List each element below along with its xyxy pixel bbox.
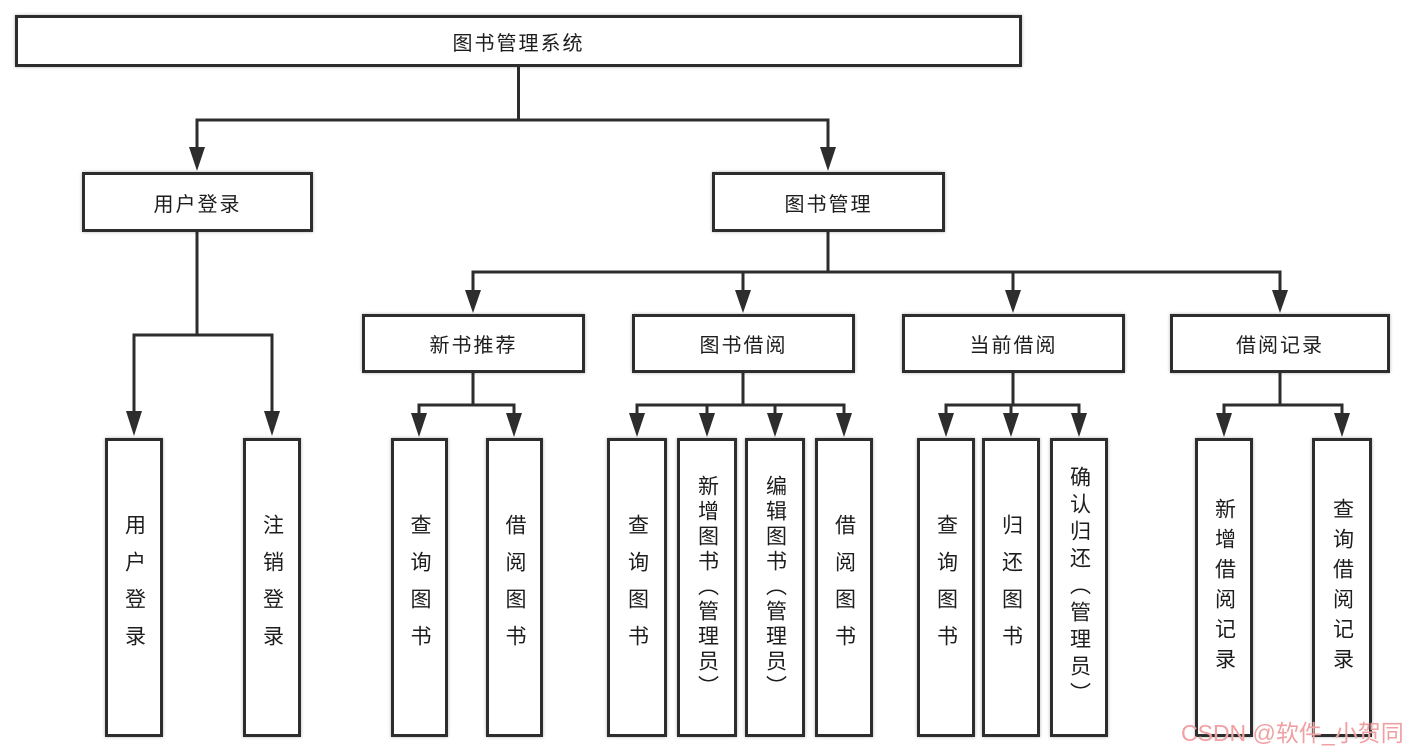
- arrowhead-icon: [465, 290, 481, 313]
- leaf-user-login: 用户登录: [105, 438, 163, 737]
- leaf-query-books-current: 查询图书: [917, 438, 975, 737]
- node-label: 借阅记录: [1236, 335, 1324, 357]
- connector-records-subtree: [1216, 372, 1350, 437]
- connector-borrow-subtree: [629, 372, 852, 437]
- arrowhead-icon: [820, 147, 836, 171]
- connector-current-subtree: [938, 372, 1087, 437]
- arrowhead-icon: [1216, 413, 1232, 437]
- node-book-borrowing: 图书借阅: [632, 314, 855, 373]
- node-label: 新书推荐: [429, 335, 518, 357]
- arrowhead-icon: [1272, 290, 1288, 313]
- arrowhead-icon: [938, 413, 954, 437]
- arrowhead-icon: [836, 413, 852, 437]
- node-label: 新增借阅记录: [1212, 497, 1236, 678]
- arrowhead-icon: [629, 413, 645, 437]
- arrowhead-icon: [506, 413, 522, 437]
- node-new-book-recommend: 新书推荐: [362, 314, 585, 373]
- node-current-borrowing: 当前借阅: [902, 314, 1125, 373]
- node-book-management: 图书管理: [712, 172, 945, 232]
- arrowhead-icon: [767, 413, 783, 437]
- leaf-query-books-recommend: 查询图书: [391, 438, 448, 737]
- leaf-add-borrow-record: 新增借阅记录: [1195, 438, 1253, 737]
- arrowhead-icon: [189, 147, 205, 171]
- connector-management-to-level3: [465, 231, 1288, 313]
- arrowhead-icon: [264, 411, 280, 436]
- leaf-borrow-books: 借阅图书: [815, 438, 873, 737]
- node-user-login: 用户登录: [82, 172, 313, 232]
- leaf-confirm-return-admin: 确认归还（管理员）: [1050, 438, 1108, 737]
- leaf-query-books-borrow: 查询图书: [607, 438, 667, 737]
- arrowhead-icon: [1003, 413, 1019, 437]
- arrowhead-icon: [411, 413, 427, 437]
- node-label: 当前借阅: [969, 335, 1058, 357]
- node-label: 图书借阅: [699, 335, 788, 357]
- node-label: 归还图书: [999, 513, 1023, 662]
- node-label: 新增图书（管理员）: [695, 475, 719, 700]
- arrowhead-icon: [1071, 413, 1087, 437]
- connector-root-to-level2: [189, 66, 836, 171]
- node-borrow-records: 借阅记录: [1170, 314, 1390, 373]
- node-label: 确认归还（管理员）: [1067, 466, 1091, 709]
- node-library-system: 图书管理系统: [15, 15, 1022, 67]
- leaf-logout: 注销登录: [243, 438, 301, 737]
- connector-recommend-subtree: [411, 372, 522, 437]
- node-label: 图书管理系统: [452, 32, 585, 55]
- arrowhead-icon: [735, 290, 751, 313]
- leaf-query-borrow-record: 查询借阅记录: [1312, 438, 1372, 737]
- leaf-edit-books-admin: 编辑图书（管理员）: [745, 438, 805, 737]
- arrowhead-icon: [1005, 290, 1021, 313]
- arrowhead-icon: [1334, 413, 1350, 437]
- node-label: 用户登录: [122, 513, 146, 662]
- leaf-return-books: 归还图书: [982, 438, 1040, 737]
- node-label: 借阅图书: [503, 513, 526, 662]
- node-label: 查询图书: [934, 513, 958, 662]
- arrowhead-icon: [699, 413, 715, 437]
- leaf-borrow-books-recommend: 借阅图书: [486, 438, 543, 737]
- leaf-add-books-admin: 新增图书（管理员）: [677, 438, 737, 737]
- connector-login-subtree: [126, 231, 280, 436]
- node-label: 用户登录: [153, 193, 242, 216]
- node-label: 查询图书: [625, 513, 649, 662]
- node-label: 借阅图书: [832, 513, 856, 662]
- node-label: 查询图书: [408, 513, 431, 662]
- arrowhead-icon: [126, 411, 142, 436]
- node-label: 编辑图书（管理员）: [763, 475, 787, 700]
- node-label: 查询借阅记录: [1330, 497, 1354, 678]
- node-label: 图书管理: [784, 193, 873, 216]
- csdn-watermark: CSDN @软件_小贺同学: [1181, 720, 1405, 746]
- node-label: 注销登录: [260, 513, 284, 662]
